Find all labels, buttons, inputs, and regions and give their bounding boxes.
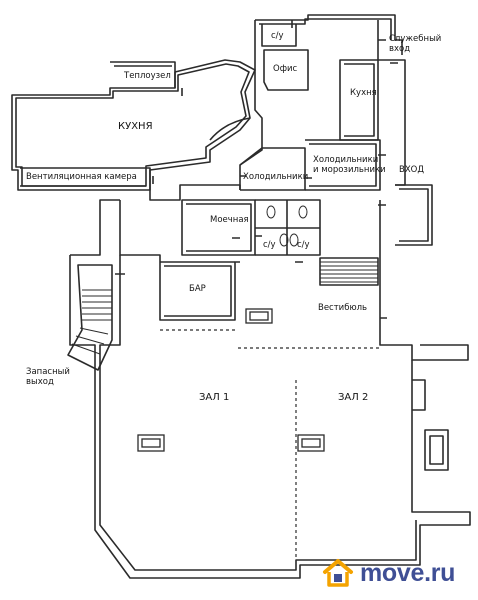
room-label-office: Офис [273,64,298,74]
wall-washroom-inner [186,203,252,252]
wall-wc-top [261,24,297,47]
room-label-washroom: Моечная [210,215,249,225]
column-hall-1-inner [141,438,161,448]
wall-corridor [239,20,263,190]
room-label-service-entrance: Служебный вход [389,34,442,54]
room-label-hall-1: ЗАЛ 1 [199,392,230,403]
column-lobby-inner [249,311,269,321]
wall-hall-outer [69,255,471,579]
watermark-text: move.ru [360,558,456,587]
room-label-kitchen-small: Кухня [350,88,377,98]
wall-fridges [239,147,306,191]
stair-treads-east [320,261,378,283]
column-hall-1 [137,434,165,452]
room-label-emergency-exit: Запасный выход [26,367,70,387]
stair-treads-west [71,289,112,355]
column-hall-2 [297,434,325,452]
wall-freezers-inner [309,143,377,187]
wall-kitchen-arc [209,117,251,141]
wall-niche-east-2 [412,379,426,411]
wall-vent-chamber [20,167,151,190]
room-label-heat-unit: Теплоузел [124,71,171,81]
wall-middle-band [149,184,241,201]
room-label-wc-left: с/у [263,240,276,250]
toilet-1 [266,205,276,219]
wall-left-stair-shaft [70,199,120,256]
door-marks [115,20,398,319]
wall-kitchen-small-inner [344,63,375,137]
wall-office [263,49,309,91]
wall-stair-east [319,257,379,286]
wall-entrance-inner [399,188,429,242]
wall-entrance [395,184,433,246]
wall-lobby-right [379,200,469,361]
watermark: move.ru [322,556,455,590]
room-label-lobby: Вестибюль [318,303,368,313]
room-label-entrance: ВХОД [399,165,424,175]
wall-top-block-inner [259,18,392,40]
column-hall-2-inner [301,438,321,448]
wall-freezers [305,139,381,191]
room-label-fridges-freezers: Холодильники и морозильники [313,155,386,175]
wall-wc-block-div [255,200,320,255]
wall-kitchen-small [339,59,379,141]
wall-washroom [181,199,256,256]
wall-top-block [255,14,403,55]
wall-hall-inner [99,350,417,571]
house-icon [323,559,353,587]
column-lobby [245,308,273,324]
room-label-bar: БАР [189,284,206,294]
wall-bar [160,261,235,317]
toilet-3 [279,233,289,247]
toilet-2 [298,205,308,219]
toilet-4 [289,233,299,247]
wall-niche-east [424,429,449,471]
wall-heat-unit [110,61,176,88]
room-label-wc-right: с/у [297,240,310,250]
room-label-vent-chamber: Вентиляционная камера [26,172,137,182]
wall-stair-west [67,264,113,371]
room-label-wc-top: с/у [271,31,284,41]
room-label-fridges: Холодильники [243,172,309,182]
room-label-kitchen-main: КУХНЯ [118,121,153,132]
room-label-hall-2: ЗАЛ 2 [338,392,369,403]
